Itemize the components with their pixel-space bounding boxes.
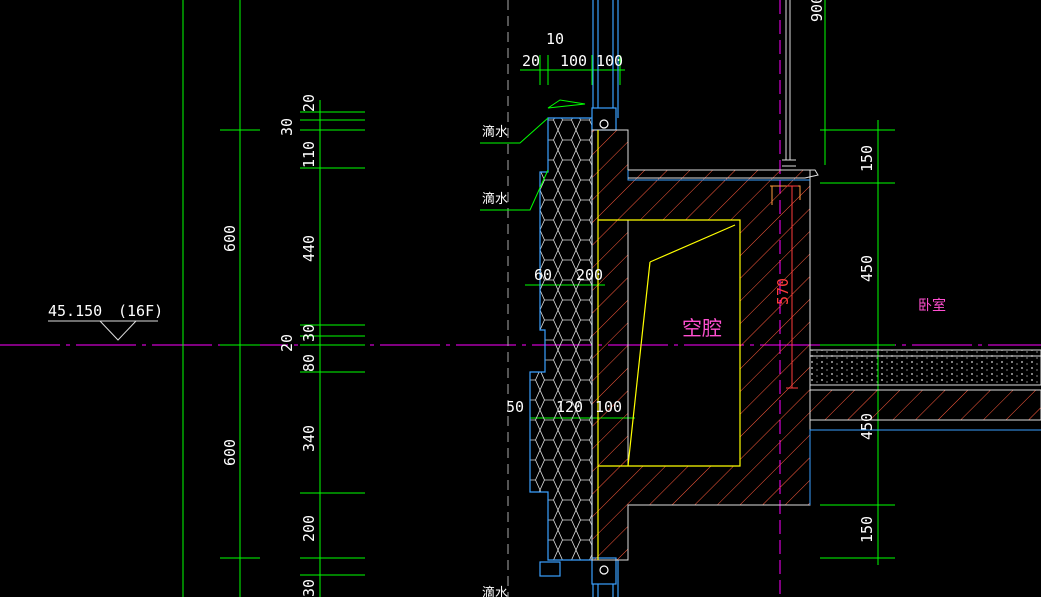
window-frame-top: [591, 0, 619, 131]
mid-dim-100: 100: [595, 398, 622, 416]
room-label: 卧室: [918, 297, 946, 314]
right-dim-150-top: 150: [858, 145, 876, 172]
drip-leaders: [480, 99, 586, 211]
left-dimension-ticks: [220, 111, 365, 576]
insulation-layer: [529, 117, 593, 561]
red-dim-570: 570: [774, 278, 792, 305]
mid-dim-120: 120: [556, 398, 583, 416]
left-inner-dim-30c: 30: [300, 579, 318, 597]
left-inner-dim-30b: 30: [300, 324, 318, 342]
top-dim-100a: 100: [560, 52, 587, 70]
left-inner-dim-20b: 20: [278, 334, 296, 352]
left-inner-dim-110: 110: [300, 141, 318, 168]
left-inner-dim-340: 340: [300, 425, 318, 452]
top-dim-20: 20: [522, 52, 540, 70]
left-inner-dim-30a: 30: [278, 118, 296, 136]
mid-dim-60: 60: [534, 266, 552, 284]
structural-outline: [597, 130, 741, 560]
top-right-dim: 900: [808, 0, 826, 22]
right-dimension-ticks: [820, 129, 895, 559]
red-dimension: [786, 185, 798, 389]
mid-dim-50: 50: [506, 398, 524, 416]
elevation-marker: [48, 320, 158, 341]
mid-dim-200: 200: [576, 266, 603, 284]
top-dim-100b: 100: [596, 52, 623, 70]
right-dim-450-lower: 450: [858, 413, 876, 440]
left-inner-dim-200: 200: [300, 515, 318, 542]
window-sill: [628, 159, 819, 205]
floor-screed: [809, 349, 1041, 386]
left-inner-dim-80: 80: [300, 354, 318, 372]
right-dim-150-bottom: 150: [858, 516, 876, 543]
vertical-reference-lines: [182, 0, 879, 597]
elevation-floor: (16F): [118, 302, 163, 320]
window-frame-bottom: [539, 557, 619, 597]
elevation-value: 45.150: [48, 302, 102, 320]
top-dim-10: 10: [546, 30, 564, 48]
drip-note-2: 滴水: [482, 191, 508, 207]
cavity-label: 空腔: [682, 316, 722, 340]
left-inner-dim-440: 440: [300, 235, 318, 262]
left-inner-dim-20a: 20: [300, 94, 318, 112]
left-dim-600-lower: 600: [221, 439, 239, 466]
drip-note-1: 滴水: [482, 124, 508, 140]
top-dimension-ticks: [520, 55, 625, 85]
left-dim-600-upper: 600: [221, 225, 239, 252]
drip-note-3: 滴水: [482, 585, 508, 597]
right-dim-450-upper: 450: [858, 255, 876, 282]
